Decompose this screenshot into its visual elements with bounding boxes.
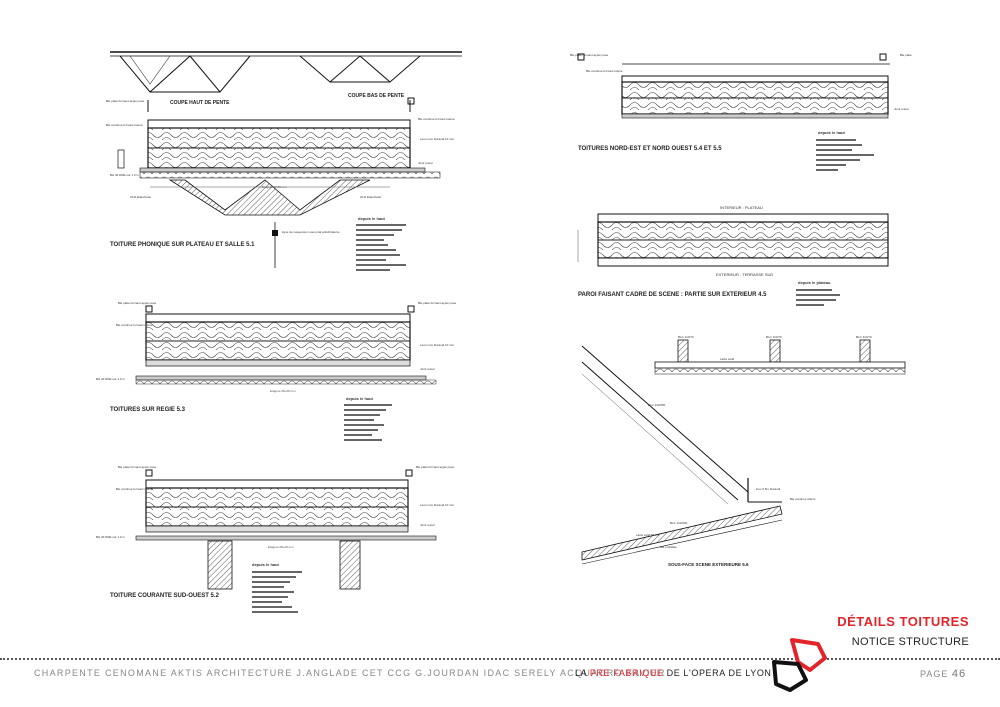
- svg-text:Ble continue formant relevé: Ble continue formant relevé: [418, 117, 455, 121]
- svg-text:Joint retour: Joint retour: [894, 107, 909, 111]
- sheet-title-block: DÉTAILS TOITURES NOTICE STRUCTURE: [837, 614, 969, 648]
- opera-logo-icon: [772, 638, 827, 692]
- svg-text:Ble plate: Ble plate: [900, 53, 912, 57]
- detail-toiture-regie: Ble plate formant appui pose Ble continu…: [96, 301, 457, 441]
- svg-text:Ble plate formant appui pose: Ble plate formant appui pose: [418, 301, 457, 305]
- svg-text:BLC 110/70: BLC 110/70: [678, 335, 694, 339]
- svg-text:Ble plate formant appui pose: Ble plate formant appui pose: [106, 99, 145, 103]
- detail-toiture-phonique: COUPE HAUT DE PENTE COUPE BAS DE PENTE l…: [106, 51, 462, 271]
- caption-coupe-haut: COUPE HAUT DE PENTE: [170, 100, 230, 106]
- svg-text:BH 40 DRE sur 1.0 m: BH 40 DRE sur 1.0 m: [110, 173, 139, 177]
- svg-text:Etagère 28+28 mm: Etagère 28+28 mm: [270, 389, 296, 393]
- svg-text:BLC 110/300: BLC 110/300: [670, 521, 688, 525]
- svg-text:Lattis solid: Lattis solid: [720, 357, 735, 361]
- svg-text:Joint retour: Joint retour: [418, 161, 433, 165]
- caption-toiture-nord: TOITURES NORD-EST ET NORD OUEST 5.4 ET 5…: [578, 146, 722, 152]
- project-highlight: PRE FABRIQUE: [589, 668, 664, 678]
- svg-text:BLC 110/70: BLC 110/70: [856, 335, 872, 339]
- svg-text:Leno inox Duracal 10 mm: Leno inox Duracal 10 mm: [420, 343, 455, 347]
- svg-text:BH 40 DRE sur 1.0 m: BH 40 DRE sur 1.0 m: [96, 535, 125, 539]
- svg-text:Ble embâtée: Ble embâtée: [660, 545, 677, 549]
- svg-text:Leno inox Duracal 10 mm: Leno inox Duracal 10 mm: [420, 137, 455, 141]
- footer-credits: CHARPENTE CENOMANE AKTIS ARCHITECTURE J.…: [34, 668, 666, 678]
- svg-text:Lattis solid 50 x 8: Lattis solid 50 x 8: [636, 533, 660, 537]
- footer-project-name: LA PRE FABRIQUE DE L'OPERA DE LYON: [575, 668, 772, 678]
- svg-text:Ble plate formant appui pose: Ble plate formant appui pose: [416, 465, 455, 469]
- layer-list-3: [252, 571, 302, 613]
- caption-paroi-cadre: PAROI FAISANT CADRE DE SCENE : PARTIE SU…: [578, 292, 767, 298]
- svg-text:BLC 110/70: BLC 110/70: [766, 335, 782, 339]
- detail-paroi-cadre-scene: INTERIEUR : PLATEAU EXTERIEUR : TERRASSE…: [577, 205, 889, 306]
- svg-text:inox 0.5m Duracal: inox 0.5m Duracal: [756, 487, 781, 491]
- svg-text:Joint retour: Joint retour: [420, 523, 435, 527]
- svg-text:depuis le haut: depuis le haut: [358, 216, 386, 221]
- svg-text:depuis le haut: depuis le haut: [346, 396, 374, 401]
- caption-toiture-phonique: TOITURE PHONIQUE SUR PLATEAU ET SALLE 5.…: [110, 242, 255, 248]
- svg-text:Ble plate formant appui pose: Ble plate formant appui pose: [118, 301, 157, 305]
- layer-list-1: [356, 224, 406, 271]
- footer-divider: [0, 658, 1000, 660]
- caption-coupe-bas: COUPE BAS DE PENTE: [348, 93, 405, 99]
- svg-text:Ble continue tôlerie: Ble continue tôlerie: [790, 497, 816, 501]
- sheet-subtitle: NOTICE STRUCTURE: [851, 636, 969, 648]
- svg-text:OLD Etancheite: OLD Etancheite: [130, 195, 152, 199]
- svg-text:BLC 110/360: BLC 110/360: [648, 403, 666, 407]
- svg-text:Ble continue formant relevé: Ble continue formant relevé: [116, 487, 153, 491]
- svg-text:BH 40 DRE sur 1.0 m: BH 40 DRE sur 1.0 m: [96, 377, 125, 381]
- layer-list-2: [344, 404, 392, 441]
- layer-list-5: [796, 289, 840, 306]
- svg-text:depuis le plateau: depuis le plateau: [798, 280, 831, 285]
- svg-text:Etagère 28+28 mm: Etagère 28+28 mm: [268, 545, 294, 549]
- sheet-title: DÉTAILS TOITURES: [837, 614, 969, 629]
- svg-text:Ble continue formant relevé: Ble continue formant relevé: [106, 123, 143, 127]
- svg-text:Etagère 90 80 mm: Etagère 90 80 mm: [262, 185, 287, 189]
- page-number: PAGE 46: [920, 668, 967, 680]
- caption-toiture-courante: TOITURE COURANTE SUD-OUEST 5.2: [110, 593, 220, 599]
- svg-text:depuis le haut: depuis le haut: [252, 562, 280, 567]
- svg-text:INTERIEUR : PLATEAU: INTERIEUR : PLATEAU: [720, 205, 763, 210]
- svg-text:depuis le haut: depuis le haut: [818, 130, 846, 135]
- svg-text:OLD Etancheite: OLD Etancheite: [360, 195, 382, 199]
- svg-text:Joint retour: Joint retour: [420, 367, 435, 371]
- detail-toiture-courante: Ble plate formant appui pose Ble continu…: [96, 465, 455, 613]
- caption-toiture-regie: TOITURES SUR REGIE 5.3: [110, 407, 186, 413]
- svg-text:Ble plate formant appui pose: Ble plate formant appui pose: [570, 53, 609, 57]
- svg-text:ligne de suspension sous plat: ligne de suspension sous plat antivibrat…: [282, 230, 340, 234]
- caption-sous-face: SOUS-FACE SCENE EXTERIEURE 5.6: [668, 562, 749, 567]
- svg-text:EXTERIEUR : TERRASSE SUD: EXTERIEUR : TERRASSE SUD: [716, 272, 773, 277]
- svg-text:Ble plate formant appui pose: Ble plate formant appui pose: [118, 465, 157, 469]
- detail-sous-face-scene: BLC 110/70 BLC 110/70 BLC 110/70 Lattis …: [581, 335, 906, 567]
- layer-list-4: [816, 139, 874, 171]
- svg-text:Leno inox Duracal 10 mm: Leno inox Duracal 10 mm: [420, 503, 455, 507]
- technical-drawing-sheet: COUPE HAUT DE PENTE COUPE BAS DE PENTE l…: [96, 51, 912, 613]
- svg-text:Ble continue formant relevé: Ble continue formant relevé: [116, 323, 153, 327]
- svg-text:Ble continue formant relevé: Ble continue formant relevé: [586, 69, 623, 73]
- detail-toiture-nord: Ble plate formant appui pose Ble continu…: [570, 53, 912, 171]
